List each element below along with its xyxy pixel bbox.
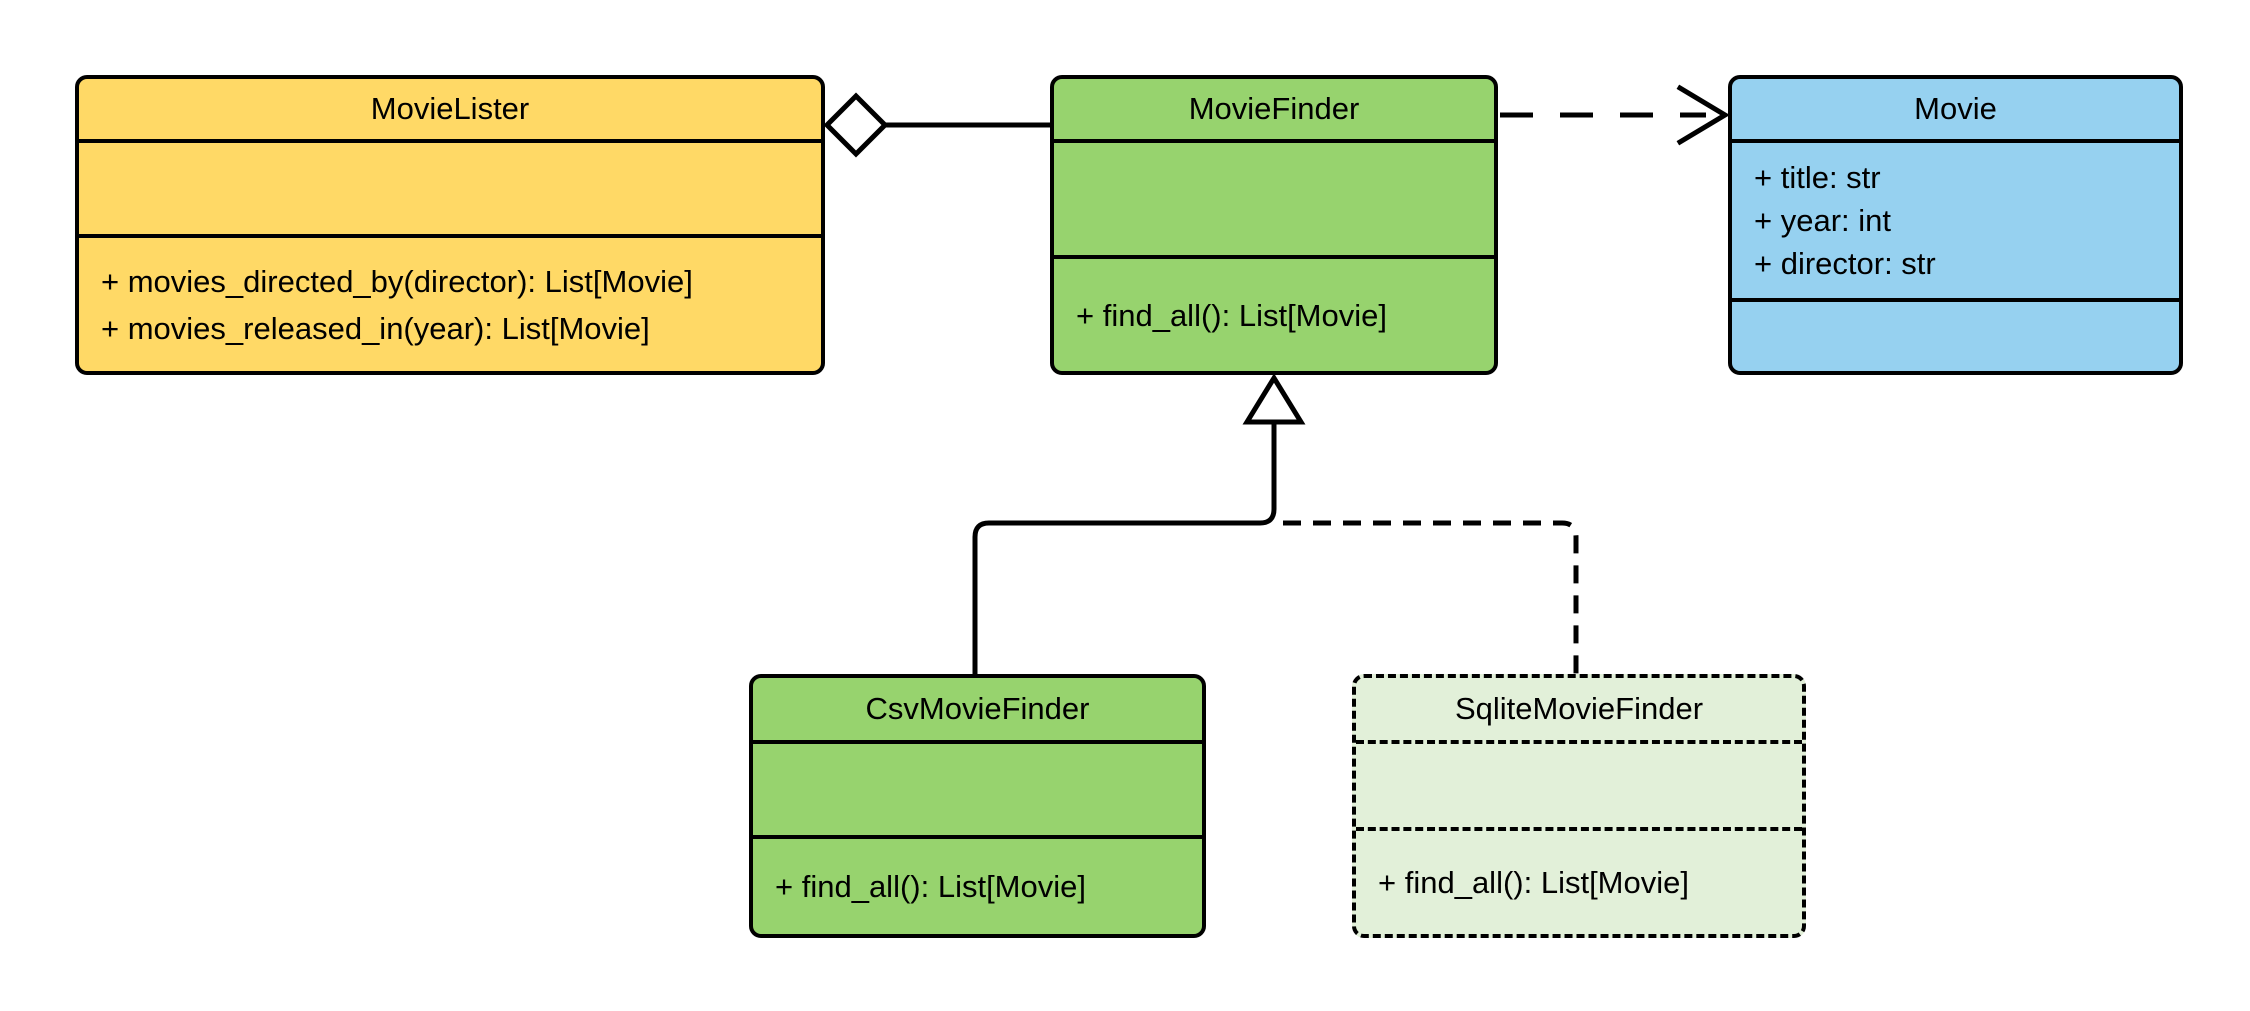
class-movie[interactable]: Movie + title: str + year: int + directo… (1728, 75, 2183, 375)
class-movielister-title: MovieLister (79, 79, 821, 143)
class-movielister[interactable]: MovieLister + movies_directed_by(directo… (75, 75, 825, 375)
attribute-label: + title: str (1754, 160, 1881, 195)
class-csvmoviefinder-attributes (753, 744, 1202, 839)
class-csvmoviefinder[interactable]: CsvMovieFinder + find_all(): List[Movie] (749, 674, 1206, 938)
generalization-connector-solid[interactable] (972, 373, 1306, 674)
class-movielister-methods: + movies_directed_by(director): List[Mov… (79, 238, 821, 371)
class-csvmoviefinder-methods: + find_all(): List[Movie] (753, 839, 1202, 934)
method-label: + movies_released_in(year): List[Movie] (101, 310, 650, 346)
inheritance-triangle-icon (1242, 373, 1306, 425)
generalization-solid-line (972, 424, 1277, 674)
method-label: + find_all(): List[Movie] (1076, 297, 1387, 333)
class-moviefinder-title: MovieFinder (1054, 79, 1494, 143)
aggregation-connector[interactable] (823, 92, 1054, 158)
class-movie-methods (1732, 302, 2179, 371)
generalization-connector-dashed[interactable] (1283, 520, 1579, 674)
class-sqlitemoviefinder-title: SqliteMovieFinder (1356, 678, 1802, 744)
method-label: + find_all(): List[Movie] (775, 869, 1086, 904)
class-moviefinder[interactable]: MovieFinder + find_all(): List[Movie] (1050, 75, 1498, 375)
attribute-label: + year: int (1754, 203, 1891, 238)
dependency-arrowhead-icon (1676, 84, 1730, 146)
class-moviefinder-methods: + find_all(): List[Movie] (1054, 259, 1494, 371)
class-csvmoviefinder-title: CsvMovieFinder (753, 678, 1202, 744)
aggregation-diamond-icon (823, 92, 889, 158)
generalization-dashed-line (1283, 520, 1579, 674)
class-sqlitemoviefinder-methods: + find_all(): List[Movie] (1356, 831, 1802, 934)
method-label: + movies_directed_by(director): List[Mov… (101, 263, 693, 299)
class-movielister-attributes (79, 143, 821, 238)
method-label: + find_all(): List[Movie] (1378, 865, 1689, 900)
attribute-label: + director: str (1754, 246, 1936, 281)
class-sqlitemoviefinder[interactable]: SqliteMovieFinder + find_all(): List[Mov… (1352, 674, 1806, 938)
class-sqlitemoviefinder-attributes (1356, 744, 1802, 831)
dependency-connector[interactable] (1500, 84, 1730, 146)
class-movie-attributes: + title: str + year: int + director: str (1732, 143, 2179, 302)
class-movie-title: Movie (1732, 79, 2179, 143)
class-moviefinder-attributes (1054, 143, 1494, 259)
